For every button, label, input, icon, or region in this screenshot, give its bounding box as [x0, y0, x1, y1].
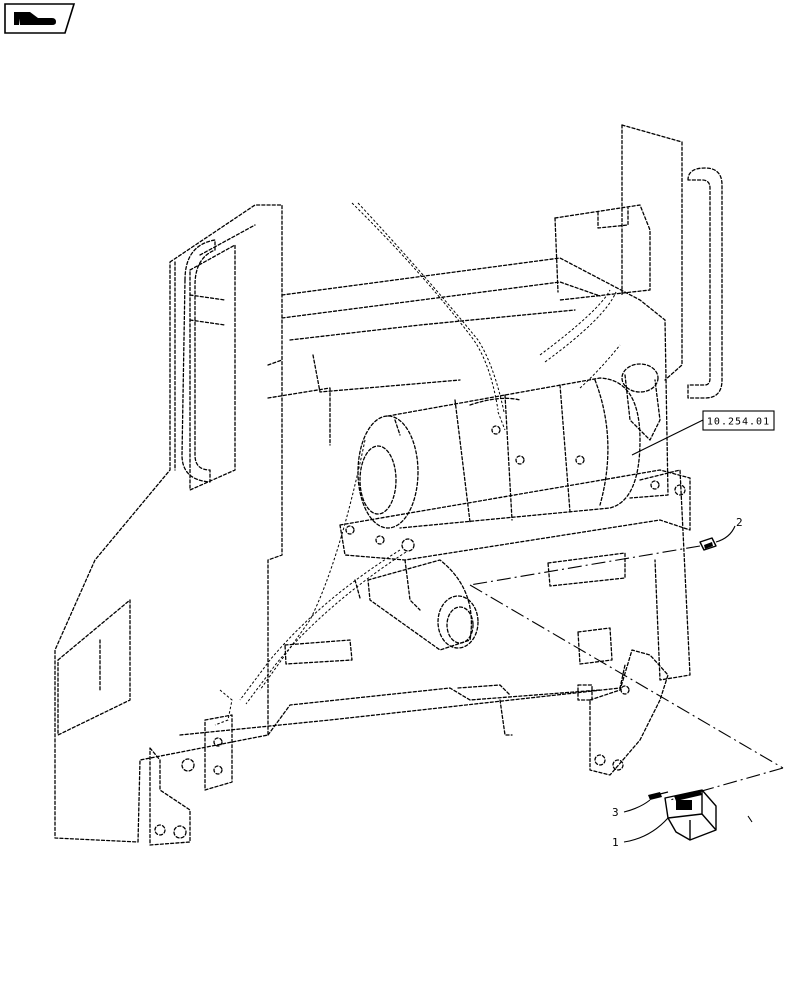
callout-3-leader [623, 799, 651, 813]
assembly-line-upper [469, 545, 701, 586]
reference-box[interactable]: 10.254.01 [702, 410, 775, 431]
intake-tube-phantom [354, 559, 479, 651]
hand-pointing-icon [4, 3, 76, 34]
callout-2-label: 2 [736, 516, 743, 529]
callout-1-leader [623, 817, 669, 843]
relay-part-1[interactable] [664, 789, 717, 841]
callout-3-label: 3 [612, 806, 619, 819]
wire-harness-phantom [214, 202, 621, 726]
callout-1-label: 1 [612, 836, 619, 849]
callout-2-leader [715, 525, 736, 543]
assembly-line-diagonal [469, 584, 784, 769]
bolt-part-2[interactable] [699, 537, 717, 551]
screw-part-3[interactable] [648, 791, 669, 800]
machine-frame-phantom [54, 124, 723, 846]
corner-tick [747, 815, 753, 823]
exhaust-canister-phantom [357, 363, 661, 529]
reference-leader [631, 419, 704, 456]
reference-box-label: 10.254.01 [707, 417, 770, 428]
